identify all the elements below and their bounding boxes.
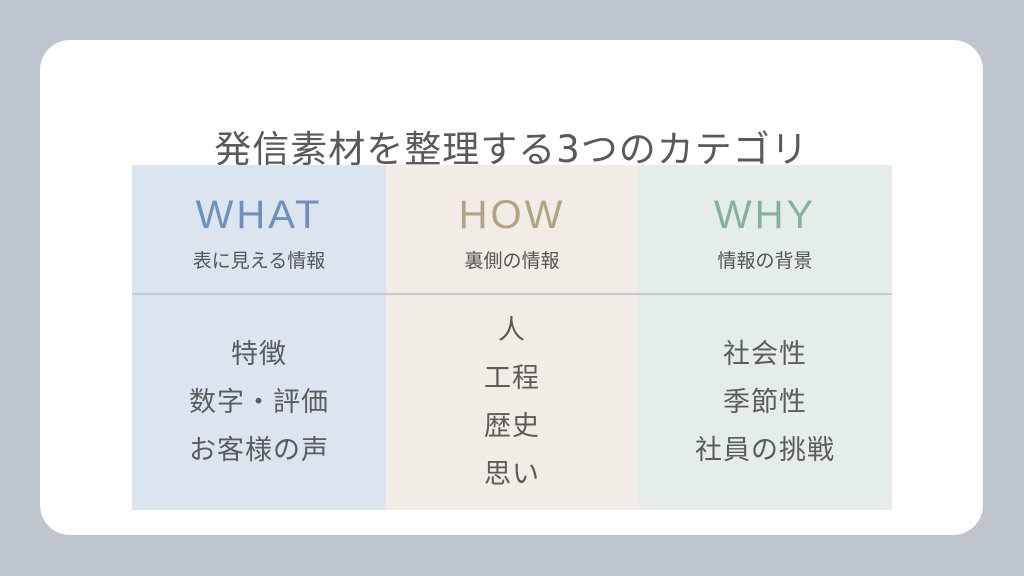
column-why: WHY 情報の背景 社会性 季節性 社員の挑戦 xyxy=(638,165,892,510)
list-item: 社員の挑戦 xyxy=(695,434,835,466)
list-item: 社会性 xyxy=(723,338,807,370)
page-title: 発信素材を整理する3つのカテゴリ xyxy=(214,128,809,171)
category-table: WHAT 表に見える情報 特徴 数字・評価 お客様の声 HOW 裏側の情報 人 … xyxy=(132,165,892,510)
column-label: HOW xyxy=(458,193,566,237)
column-header: WHY 情報の背景 xyxy=(638,165,892,295)
column-body: 人 工程 歴史 思い xyxy=(386,295,638,510)
column-how: HOW 裏側の情報 人 工程 歴史 思い xyxy=(386,165,638,510)
list-item: 人 xyxy=(498,314,526,346)
column-body: 社会性 季節性 社員の挑戦 xyxy=(638,295,892,510)
column-subtitle: 裏側の情報 xyxy=(464,250,560,272)
column-subtitle: 表に見える情報 xyxy=(192,250,326,272)
column-body: 特徴 数字・評価 お客様の声 xyxy=(132,295,386,510)
column-header: WHAT 表に見える情報 xyxy=(132,165,386,295)
list-item: お客様の声 xyxy=(189,434,329,466)
column-subtitle: 情報の背景 xyxy=(717,250,813,272)
column-header: HOW 裏側の情報 xyxy=(386,165,638,295)
list-item: 思い xyxy=(484,458,540,490)
list-item: 数字・評価 xyxy=(189,386,329,418)
column-label: WHY xyxy=(713,193,817,237)
list-item: 工程 xyxy=(484,362,540,394)
column-what: WHAT 表に見える情報 特徴 数字・評価 お客様の声 xyxy=(132,165,386,510)
list-item: 特徴 xyxy=(231,338,287,370)
list-item: 歴史 xyxy=(484,410,540,442)
column-label: WHAT xyxy=(195,193,323,237)
list-item: 季節性 xyxy=(723,386,807,418)
